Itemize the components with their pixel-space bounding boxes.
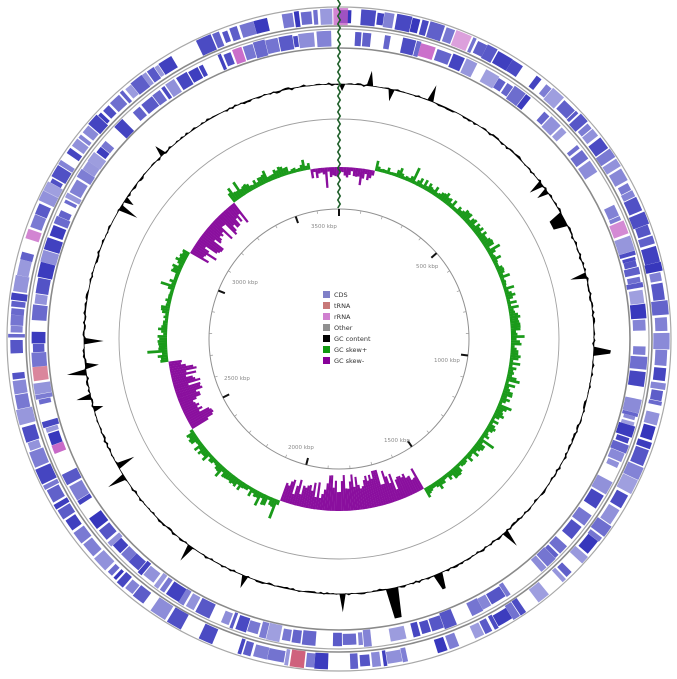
legend-label: GC skew- [334,356,365,365]
cds-swatch-icon [323,291,330,298]
origin-marker [336,0,342,209]
gc-content-track [66,70,611,619]
other-swatch-icon [323,324,330,331]
tick-label: 1500 kbp [384,438,410,444]
legend-label: Other [334,323,353,332]
scale-ticks [208,208,470,470]
rrna-swatch-icon [323,313,330,320]
legend-item-rrna: rRNA [323,311,371,322]
legend-label: GC content [334,334,371,343]
cds-forward-ring [6,6,672,672]
legend-label: rRNA [334,312,351,321]
legend-item-gc-skew-plus: GC skew+ [323,344,371,355]
cds-reverse-ring [28,28,650,650]
gc-skew-plus-swatch-icon [323,346,330,353]
gc-skew-minus-swatch-icon [323,357,330,364]
legend-item-other: Other [323,322,371,333]
tick-label: 2000 kbp [288,445,314,451]
tick-label: 3500 kbp [311,224,337,230]
tick-label: 2500 kbp [224,376,250,382]
trna-swatch-icon [323,302,330,309]
legend-item-gc-skew-minus: GC skew- [323,355,371,366]
legend: CDS tRNA rRNA Other GC content GC skew+ … [323,289,371,366]
legend-label: CDS [334,290,348,299]
gc-skew-track [147,159,525,519]
legend-label: tRNA [334,301,351,310]
scale-labels: 3500 kbp 500 kbp 1000 kbp 1500 kbp 2000 kbp 2… [224,224,460,451]
tick-label: 3000 kbp [232,280,258,286]
legend-label: GC skew+ [334,345,368,354]
legend-item-cds: CDS [323,289,371,300]
legend-item-gc-content: GC content [323,333,371,344]
legend-item-trna: tRNA [323,300,371,311]
tick-label: 1000 kbp [434,358,460,364]
gc-content-swatch-icon [323,335,330,342]
tick-label: 500 kbp [416,264,439,270]
